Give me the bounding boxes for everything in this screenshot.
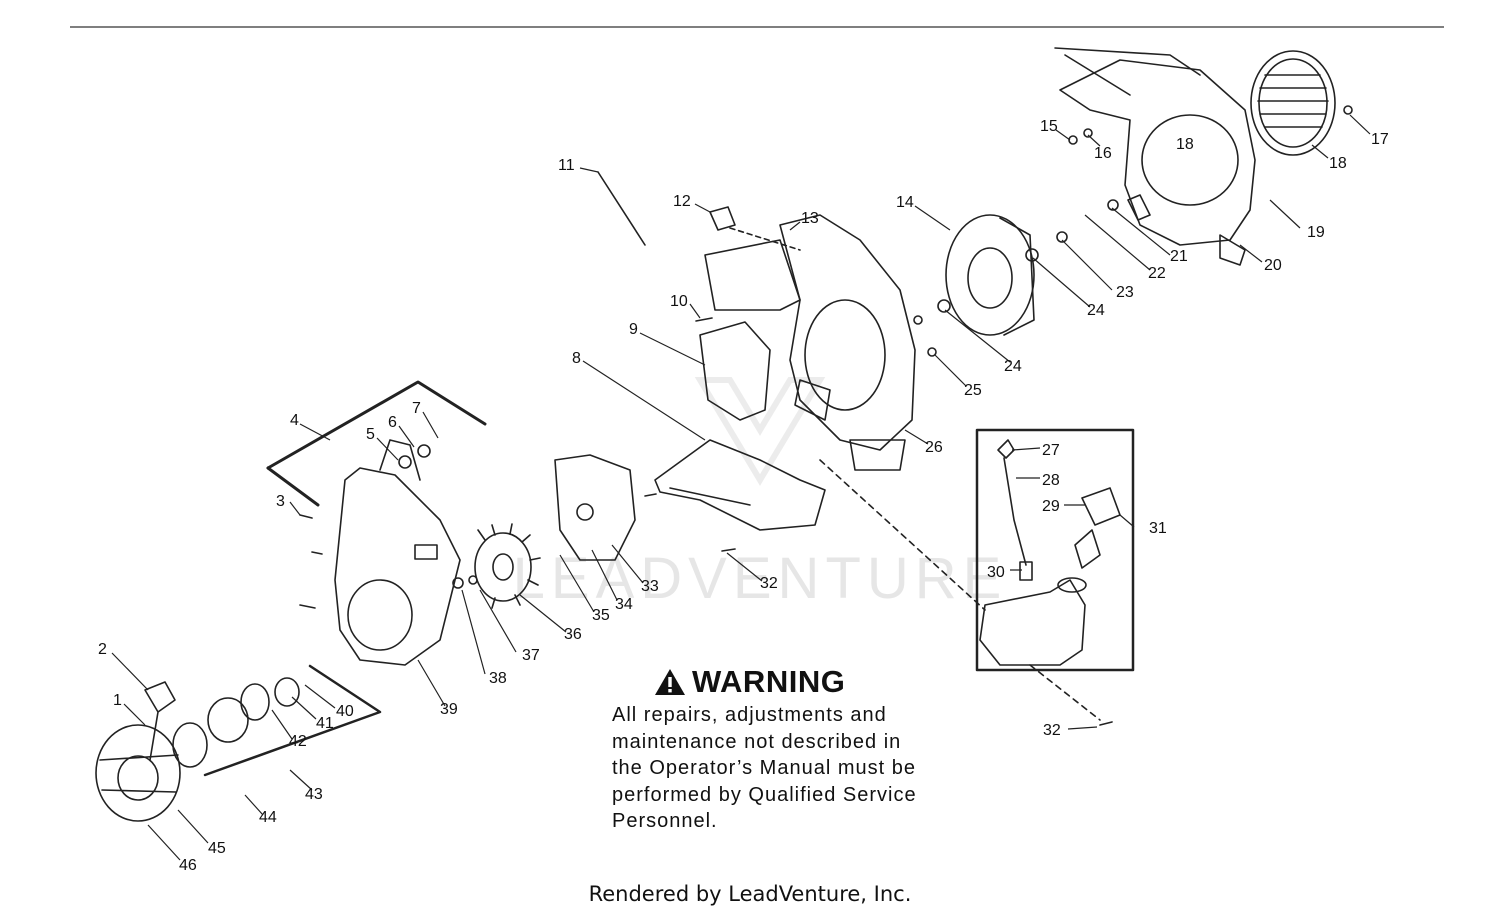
callout-33: 33 [641, 578, 659, 595]
warning-line: maintenance not described in [612, 730, 902, 753]
fuel-kit-box [975, 428, 1135, 672]
callout-41: 41 [316, 715, 334, 732]
callout-34: 34 [615, 596, 633, 613]
callout-45: 45 [208, 840, 226, 857]
footer-credit: Rendered by LeadVenture, Inc. [588, 882, 912, 906]
callout-8: 8 [572, 350, 581, 367]
dashed-leader [1029, 664, 1101, 721]
callout-7: 7 [412, 400, 421, 417]
callout-2: 2 [98, 641, 107, 658]
impeller-fan-part [945, 214, 1035, 336]
warning-heading: WARNING [654, 664, 972, 700]
starter-housing-part [95, 724, 181, 822]
intake-grille-part [1250, 50, 1336, 156]
callout-11: 11 [558, 157, 575, 174]
screws [299, 105, 1353, 726]
callout-19: 19 [1307, 224, 1325, 241]
callout-22: 22 [1148, 265, 1166, 282]
warning-body: All repairs, adjustments and maintenance… [612, 702, 972, 835]
ignition-module-part [554, 454, 636, 561]
warning-line: the Operator’s Manual must be [612, 757, 916, 779]
callout-25: 25 [964, 382, 982, 399]
callout-1: 1 [113, 692, 122, 709]
callout-37: 37 [522, 647, 540, 664]
latch-part [709, 206, 736, 231]
warning-line: Personnel. [612, 810, 718, 832]
kit-bracket-4 [266, 380, 487, 470]
callout-15: 15 [1040, 118, 1058, 135]
rope-part [240, 683, 270, 721]
callout-10: 10 [670, 293, 688, 310]
callout-17: 17 [1371, 131, 1389, 148]
callout-29: 29 [1042, 498, 1060, 515]
callout-23: 23 [1116, 284, 1134, 301]
callout-40: 40 [336, 703, 354, 720]
callout-18: 18 [1176, 136, 1194, 153]
callout-27: 27 [1042, 442, 1060, 459]
callout-24: 24 [1087, 302, 1105, 319]
starter-handle-part [144, 681, 176, 761]
callout-21: 21 [1170, 248, 1188, 265]
dashed-leader [729, 227, 801, 251]
warning-line: performed by Qualified Service [612, 783, 917, 806]
warning-notice: WARNING All repairs, adjustments and mai… [612, 664, 972, 835]
callout-6: 6 [388, 414, 397, 431]
warning-title: WARNING [692, 664, 846, 699]
watermark-logo [694, 377, 826, 486]
watermark: LEADVENTURE [513, 546, 1008, 611]
callout-5: 5 [366, 426, 375, 443]
callout-44: 44 [259, 809, 277, 826]
callout-31: 31 [1149, 520, 1167, 537]
callout-42: 42 [289, 733, 307, 750]
callout-13: 13 [801, 210, 819, 227]
callout-9: 9 [629, 321, 638, 338]
callout-28: 28 [1042, 472, 1060, 489]
fan-housing-part [704, 214, 916, 471]
callout-18b: 18 [1329, 155, 1347, 172]
cup-part [274, 677, 300, 707]
callout-24b: 24 [1004, 358, 1022, 375]
handle-part [654, 439, 826, 531]
callout-38: 38 [489, 670, 507, 687]
kit-bracket-4b [266, 466, 320, 507]
callout-46: 46 [179, 857, 197, 874]
warning-triangle-icon [655, 669, 685, 695]
leader-lines [111, 114, 1371, 861]
callout-32: 32 [760, 575, 778, 592]
callout-36: 36 [564, 626, 582, 643]
callout-39: 39 [440, 701, 458, 718]
callout-43: 43 [305, 786, 323, 803]
pulley-part [172, 722, 208, 768]
callout-16: 16 [1094, 145, 1112, 162]
engine-cover-part [334, 439, 461, 666]
callout-35: 35 [592, 607, 610, 624]
callout-30: 30 [987, 564, 1005, 581]
shroud-part [699, 321, 771, 421]
blower-housing-part [1054, 47, 1256, 266]
callout-12: 12 [673, 193, 691, 210]
callout-4: 4 [290, 412, 299, 429]
callout-32b: 32 [1043, 722, 1061, 739]
kit-bracket-43 [203, 664, 382, 777]
dashed-leader [819, 459, 986, 611]
spring-part [207, 697, 249, 743]
callout-3: 3 [276, 493, 285, 510]
callout-20: 20 [1264, 257, 1282, 274]
flywheel-part [474, 523, 541, 609]
callout-14: 14 [896, 194, 914, 211]
callout-26: 26 [925, 439, 943, 456]
rod-part [597, 171, 646, 246]
warning-line: All repairs, adjustments and [612, 704, 887, 726]
